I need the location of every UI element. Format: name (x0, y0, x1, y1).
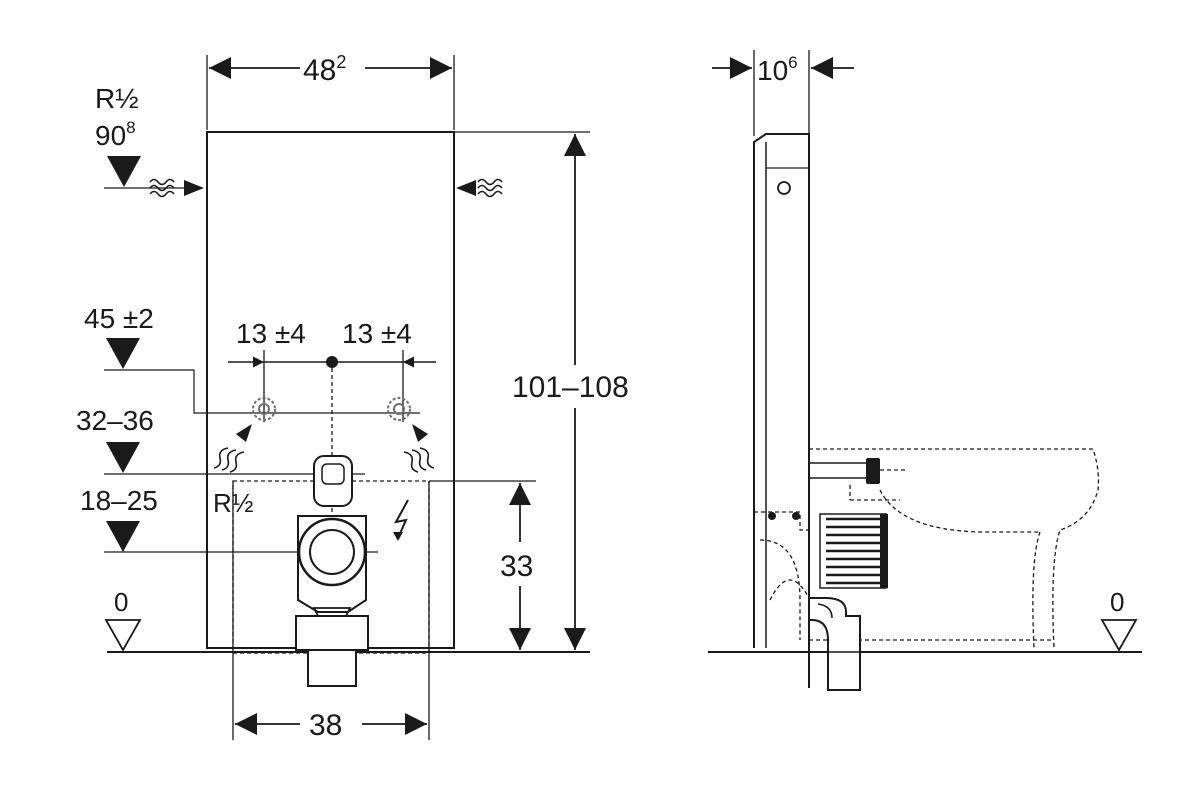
front-view: 482 101–108 R½ 908 45 ±2 (76, 52, 629, 742)
depth-dimension: 106 (712, 50, 854, 136)
drain-elbow (295, 455, 369, 687)
water-inlet-marker: R½ 908 (95, 83, 503, 198)
width-dimension: 482 (206, 52, 455, 130)
side-floor-level-marker: 0 (1100, 587, 1138, 652)
water-inlet-height: 908 (95, 118, 136, 151)
total-height-label: 101–108 (512, 371, 629, 404)
electrical-symbol-icon (393, 499, 409, 541)
water-inlet-arrow-icon (213, 424, 252, 473)
level-marker-open-icon (104, 619, 142, 652)
toilet-bowl-outline (809, 448, 1100, 649)
side-view: 106 (708, 50, 1142, 691)
floor-level-marker: 0 (104, 587, 142, 652)
recess-height-dimension: 33 (429, 480, 536, 650)
level-marker-filled-icon (106, 442, 140, 473)
water-inlet-thread: R½ (95, 83, 139, 114)
recess-width-label: 38 (309, 709, 342, 742)
internal-fittings (754, 511, 812, 640)
side-floor-level-label: 0 (1110, 587, 1124, 617)
level-marker-open-icon (1100, 619, 1138, 652)
range-lower-marker: 18–25 R½ (80, 485, 378, 553)
water-inlet-arrow-icon (403, 424, 435, 473)
spacing-left-label: 13 ±4 (236, 318, 306, 349)
depth-value: 106 (757, 53, 798, 86)
level-marker-filled-icon (106, 338, 140, 369)
connection-left (252, 397, 276, 421)
module-side-profile (753, 133, 810, 648)
recess-width-dimension: 38 (235, 709, 427, 742)
spacing-right-label: 13 ±4 (342, 318, 412, 349)
floor-level-label: 0 (114, 587, 128, 617)
water-inlet-arrow-icon (456, 178, 503, 198)
mounting-bolt (809, 458, 905, 484)
connection-spacing: 13 ±4 13 ±4 (228, 318, 436, 560)
total-height-dimension: 101–108 (454, 131, 629, 650)
connection-right (387, 397, 411, 421)
range-lower-label: 18–25 (80, 485, 158, 516)
level-marker-filled-icon (106, 521, 140, 552)
water-inlet-arrow-icon (149, 178, 204, 198)
flush-pipe (819, 513, 888, 589)
recess-height-label: 33 (500, 550, 533, 583)
range-upper-label: 32–36 (76, 405, 154, 436)
inner-thread-label: R½ (213, 488, 253, 518)
supply-height-marker: 45 ±2 (84, 303, 420, 414)
supply-height-label: 45 ±2 (84, 303, 154, 334)
level-marker-filled-icon (107, 156, 141, 187)
side-drain-pipe (808, 597, 861, 691)
width-value: 482 (303, 52, 346, 87)
